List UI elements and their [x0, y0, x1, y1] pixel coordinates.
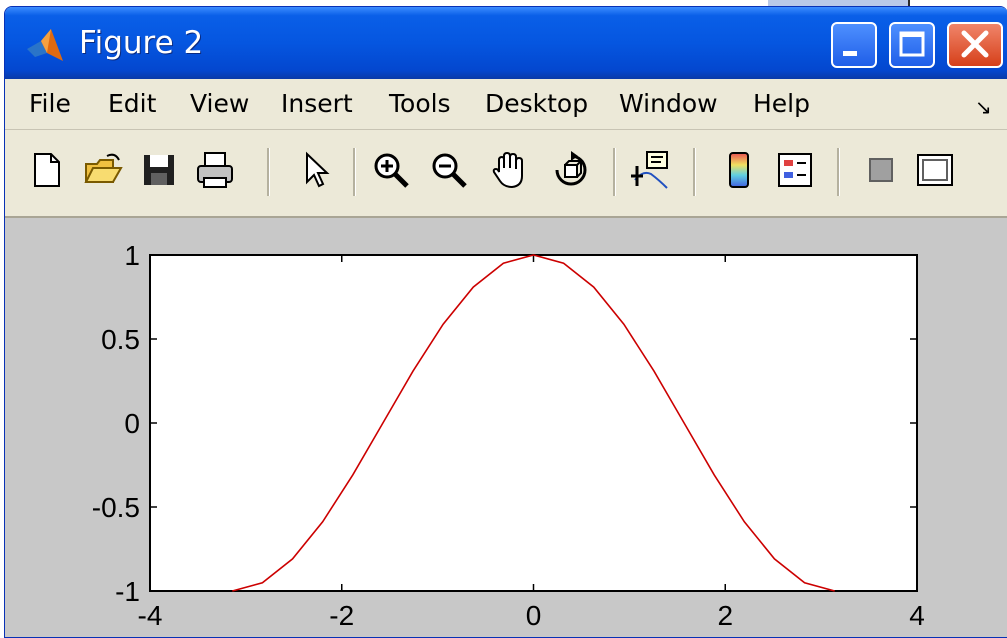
toolbar-separator — [267, 148, 270, 196]
menu-bar: File Edit View Insert Tools Desktop Wind… — [5, 79, 1007, 130]
close-button[interactable] — [947, 22, 1003, 68]
menu-tools[interactable]: Tools — [389, 89, 451, 118]
close-icon — [961, 30, 989, 58]
x-tick-label: 2 — [717, 600, 733, 631]
title-bar[interactable]: Figure 2 — [5, 7, 1007, 79]
save-figure-icon[interactable] — [139, 150, 179, 190]
pan-icon[interactable] — [489, 150, 529, 190]
hide-plot-tools-icon[interactable] — [861, 150, 901, 190]
axis-ticks — [149, 254, 918, 592]
toolbar-separator — [613, 148, 616, 196]
menu-window[interactable]: Window — [619, 89, 718, 118]
plot-series — [232, 254, 835, 592]
minimize-button[interactable] — [831, 22, 877, 68]
y-tick-label: 0.5 — [101, 324, 140, 355]
x-tick-label: -2 — [329, 600, 354, 631]
toolbar-separator — [693, 148, 696, 196]
toolbar-separator — [837, 148, 840, 196]
maximize-button[interactable] — [889, 22, 935, 68]
data-cursor-icon[interactable] — [631, 150, 671, 190]
line-plot[interactable]: -4 -2 0 2 4 -1 -0.5 0 0.5 1 — [5, 218, 1007, 637]
menu-insert[interactable]: Insert — [281, 89, 353, 118]
y-tick-label: -0.5 — [92, 492, 140, 523]
plot-axes — [149, 254, 918, 592]
edit-plot-icon[interactable] — [295, 150, 335, 190]
insert-legend-icon[interactable] — [775, 150, 815, 190]
x-tick-label: -4 — [138, 600, 163, 631]
maximize-icon — [899, 31, 925, 57]
x-tick-label: 0 — [526, 600, 542, 631]
menu-edit[interactable]: Edit — [108, 89, 157, 118]
new-figure-icon[interactable] — [27, 150, 67, 190]
minimize-icon — [843, 51, 857, 56]
y-tick-label: 0 — [124, 408, 140, 439]
rotate-3d-icon[interactable] — [551, 150, 591, 190]
dock-arrow-icon[interactable]: ↘ — [975, 95, 992, 119]
figure-toolbar — [5, 130, 1007, 218]
menu-view[interactable]: View — [190, 89, 250, 118]
y-tick-label: -1 — [115, 576, 140, 607]
figure-canvas: -4 -2 0 2 4 -1 -0.5 0 0.5 1 — [5, 218, 1007, 637]
insert-colorbar-icon[interactable] — [719, 150, 759, 190]
show-plot-tools-icon[interactable] — [915, 150, 955, 190]
zoom-in-icon[interactable] — [371, 150, 411, 190]
cosine-curve — [232, 254, 835, 592]
matlab-logo-icon — [27, 29, 63, 61]
open-file-icon[interactable] — [83, 150, 123, 190]
y-tick-label: 1 — [124, 240, 140, 271]
tick-labels: -4 -2 0 2 4 -1 -0.5 0 0.5 1 — [92, 240, 925, 631]
menu-desktop[interactable]: Desktop — [485, 89, 589, 118]
menu-file[interactable]: File — [29, 89, 71, 118]
menu-help[interactable]: Help — [753, 89, 810, 118]
x-tick-label: 4 — [909, 600, 925, 631]
toolbar-separator — [353, 148, 356, 196]
print-figure-icon[interactable] — [195, 150, 235, 190]
window-title: Figure 2 — [79, 25, 204, 61]
zoom-out-icon[interactable] — [429, 150, 469, 190]
figure-window: Figure 2 File Edit View Insert Tools Des… — [4, 6, 1007, 638]
